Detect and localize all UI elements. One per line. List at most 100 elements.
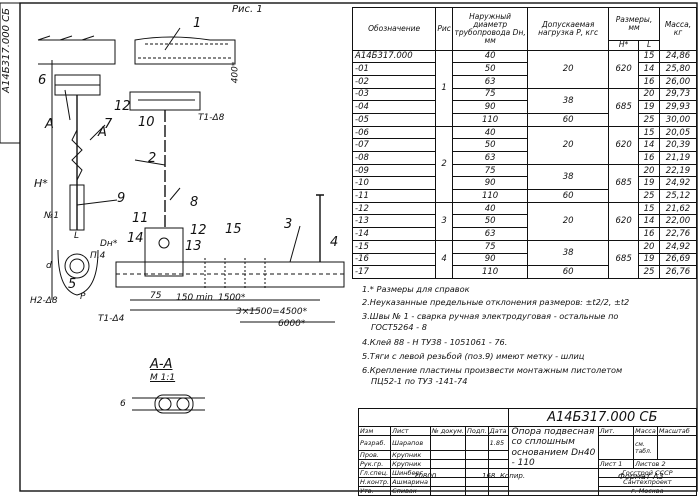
callout-12b: 12 <box>114 99 131 114</box>
title-cell: Шарапов <box>390 434 431 452</box>
cell-l: 25 <box>638 112 660 127</box>
title-mass-label: Масса <box>633 426 658 436</box>
cell-diameter: 75 <box>452 163 529 178</box>
cell-mass: 22,00 <box>658 214 698 229</box>
cell-h: 685 <box>608 163 640 203</box>
cell-diameter: 75 <box>452 87 529 102</box>
title-org3: г. Москва <box>597 486 698 496</box>
title-cell: Изм <box>357 426 392 436</box>
callout-7: 7 <box>104 117 113 132</box>
cell-designation: -08 <box>351 151 437 165</box>
cell-designation: -10 <box>351 176 437 191</box>
cell-l: 15 <box>638 201 660 216</box>
cell-l: 14 <box>638 138 660 153</box>
col-designation: Обозначение <box>351 7 437 51</box>
cell-diameter: 110 <box>452 265 529 279</box>
callout-6: 6 <box>38 73 47 88</box>
label-h2: Н2-Δ8 <box>30 296 58 306</box>
label-p: Р <box>80 292 86 302</box>
col-sizes: Размеры, мм <box>608 6 660 42</box>
cell-mass: 26,69 <box>658 252 698 267</box>
label-1500: 1500* <box>218 293 246 303</box>
cell-designation: А14Б317.000 <box>351 49 437 64</box>
title-cell <box>429 486 466 496</box>
cell-designation: -05 <box>351 112 437 127</box>
cell-load: 60 <box>527 112 610 127</box>
callout-12: 12 <box>190 223 207 238</box>
label-75: 75 <box>150 291 162 301</box>
cell-designation: -17 <box>351 265 437 279</box>
col-l: L <box>638 40 660 51</box>
spec-table: Обозначение Рис Наружный диаметр трубопр… <box>351 6 698 280</box>
footer-sheet: 168 <box>482 472 496 480</box>
note-6: 6.Крепление пластины произвести монтажны… <box>362 365 623 375</box>
title-cell: № докум. <box>429 426 466 436</box>
title-cell: Дата <box>487 426 509 436</box>
cell-h: 620 <box>608 125 640 165</box>
note-1: 1.* Размеры для справок <box>362 284 470 294</box>
cell-mass: 25,12 <box>658 189 698 203</box>
title-cell <box>464 459 489 470</box>
cell-h: 620 <box>608 201 640 241</box>
title-cell <box>487 450 509 461</box>
footer-copy: Копир. <box>500 472 526 480</box>
cell-diameter: 40 <box>452 49 529 64</box>
cell-designation: -11 <box>351 189 437 203</box>
cell-l: 16 <box>638 151 660 165</box>
cell-designation: -13 <box>351 214 437 229</box>
cell-load: 20 <box>527 125 610 165</box>
title-scale-val <box>656 434 698 461</box>
cell-l: 25 <box>638 265 660 279</box>
title-scale-label: Масштаб <box>656 426 698 436</box>
title-cell: Крупник <box>390 459 431 470</box>
title-cell: Утв. <box>357 486 392 496</box>
note-3b: ГОСТ5264 - 8 <box>371 322 427 332</box>
cell-mass: 24,86 <box>658 49 698 64</box>
cell-l: 20 <box>638 163 660 178</box>
cell-mass: 24,92 <box>658 176 698 191</box>
cell-mass: 21,19 <box>658 151 698 165</box>
cell-l: 25 <box>638 189 660 203</box>
title-cell: 1.85 <box>487 434 509 452</box>
cell-designation: -02 <box>351 74 437 89</box>
title-cell <box>429 450 466 461</box>
cell-designation: -03 <box>351 87 437 102</box>
label-l: L <box>74 231 80 241</box>
cell-load: 60 <box>527 189 610 203</box>
cell-l: 14 <box>638 62 660 76</box>
cell-l: 20 <box>638 239 660 254</box>
title-mass-val: см. табл. <box>633 434 658 461</box>
cell-diameter: 90 <box>452 176 529 191</box>
callout-4: 4 <box>330 235 339 250</box>
cell-designation: -01 <box>351 62 437 76</box>
cell-designation: -12 <box>351 201 437 216</box>
cell-l: 16 <box>638 74 660 89</box>
cell-load: 60 <box>527 265 610 279</box>
side-code-box: А14Б317.000 СБ <box>1 8 18 138</box>
cell-diameter: 40 <box>452 201 529 216</box>
cell-mass: 25,80 <box>658 62 698 76</box>
title-code: А14Б317.000 СБ <box>507 408 697 427</box>
callout-2: 2 <box>148 151 157 166</box>
callout-10: 10 <box>138 115 155 130</box>
cell-diameter: 50 <box>452 214 529 229</box>
title-cell <box>487 459 509 470</box>
note-6b: ПЦ52-1 по ТУ3 -141-74 <box>371 376 468 386</box>
fig-title: Рис. 1 <box>232 4 263 15</box>
cell-mass: 24,92 <box>658 239 698 254</box>
title-cell <box>464 434 489 452</box>
cell-h: 620 <box>608 49 640 89</box>
cell-l: 19 <box>638 252 660 267</box>
